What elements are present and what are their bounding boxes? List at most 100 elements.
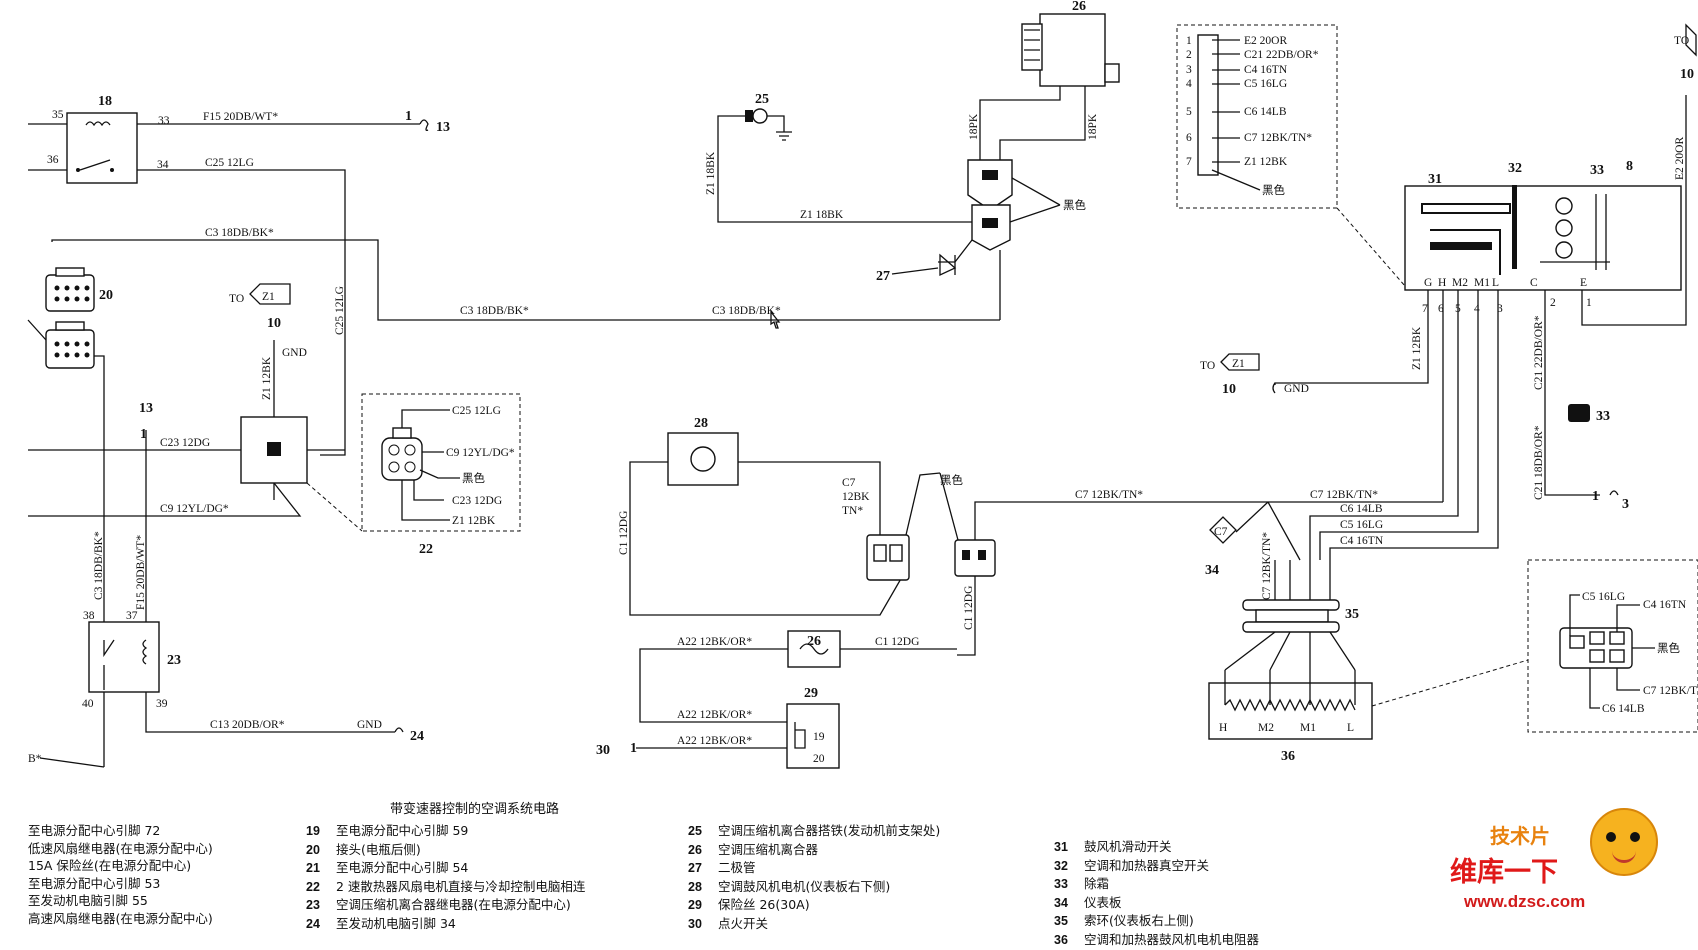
component-29-label: 29 [804,686,818,701]
diagram-title: 带变速器控制的空调系统电路 [390,802,560,817]
svg-text:40: 40 [82,698,94,710]
legend-num: 20 [306,842,320,857]
svg-text:39: 39 [156,698,168,710]
cr-black: 黑色 [1657,641,1680,655]
legend-text: 除霜 [1084,876,1110,892]
ctr-wire-5: C6 14LB [1244,106,1287,118]
resistor-36: H M2 M1 L 36 [1208,670,1373,764]
legend-item: 29 保险丝 26(30A) [688,896,940,915]
connector-top-right-box [1176,24,1338,209]
ctr-wire-4: C5 16LG [1244,78,1287,90]
wire-z1-12bk-v: Z1 12BK [261,356,273,400]
wire-a22-c: A22 12BK/OR* [677,735,752,747]
connector-20: 20 [45,267,113,369]
ref-1-a: 1 [405,109,412,124]
ref-1-b: 1 [140,427,147,442]
ctr-wire-6: C7 12BK/TN* [1244,132,1312,144]
legend-num: 27 [688,861,702,876]
sw31-num-2: 2 [1550,297,1556,309]
ctr-wire-2: C21 22DB/OR* [1244,49,1319,61]
sw31-pin-e: E [1580,277,1587,289]
legend-num: 19 [306,824,320,838]
cr-c4: C4 16TN [1643,599,1687,611]
wire-a22-b: A22 12BK/OR* [677,709,752,721]
connector-right-box [1527,559,1698,733]
wire-c3-top: C3 18DB/BK* [205,227,274,239]
fuse-29-pin-20: 20 [813,753,825,765]
svg-text:33: 33 [158,115,170,127]
wire-c3-vert: C3 18DB/BK* [93,531,105,600]
legend-text: 二极管 [718,860,756,876]
legend-item: 至电源分配中心引脚 53 [28,875,161,891]
legend-item: 低速风扇继电器(在电源分配中心) [28,840,213,856]
r36-tap-m2: M2 [1258,722,1274,734]
ref-33-b: 33 [1596,409,1610,424]
legend-num: 32 [1054,858,1068,873]
sw31-pin-m1: M1 [1474,277,1490,289]
label-to-1: TO [229,293,244,305]
legend-text: 保险丝 26(30A) [718,897,810,913]
connector-clutch [967,159,1013,251]
legend-text: 点火开关 [718,915,769,931]
relay-23: 23 38 37 40 39 [82,610,181,710]
svg-text:35: 35 [52,109,64,121]
legend-item: 27 二极管 [688,859,940,878]
connector-blower-a [866,534,910,581]
diode-27: 27 [876,253,957,284]
wire-z1-18bk-h: Z1 18BK [800,209,844,221]
legend-text: 至电源分配中心引脚 59 [336,823,469,838]
sw31-pin-c: C [1530,277,1538,289]
label-b-star: B* [28,753,42,765]
sw31-pin-g: G [1424,277,1432,289]
label-to-b: TO [1200,360,1215,372]
wire-c7-c: TN* [842,505,863,517]
sw31-pin-l: L [1492,277,1499,289]
svg-text:34: 34 [157,159,169,171]
defrost-33-icon [1568,404,1590,422]
wire-c5: C5 16LG [1340,519,1383,531]
fuse-29: 19 20 29 [786,686,840,769]
wire-c1-12dg-b: C1 12DG [875,636,919,648]
wire-c7-long: C7 12BK/TN* [1075,489,1143,501]
ref-3: 3 [1622,497,1629,512]
ref-10-b: 10 [1222,382,1236,397]
wire-c7-b: 12BK [842,491,870,503]
label-gnd-3: GND [1284,383,1309,395]
watermark-logo: 技术片 维库一下 www.dzsc.com [1450,808,1690,928]
component-35-label: 35 [1345,607,1359,622]
legend-text: 空调压缩机离合器 [718,841,819,857]
svg-text:38: 38 [83,610,95,622]
wire-e2-right: E2 20OR [1674,137,1686,180]
legend-num: 29 [688,898,702,913]
legend-num: 28 [688,879,702,894]
component-20-label: 20 [99,288,113,303]
wire-f15-vert: F15 20DB/WT* [135,535,147,610]
svg-text:36: 36 [47,154,59,166]
legend-text: 空调压缩机离合器搭铁(发动机前支架处) [718,823,941,838]
legend-num: 22 [306,879,320,894]
legend-text: 至电源分配中心引脚 54 [336,860,469,876]
component-18-label: 18 [98,94,112,109]
legend-num: 24 [306,916,320,931]
component-8-label: 8 [1626,159,1633,174]
sw31-num-3: 3 [1497,303,1503,315]
ground-25: 25 [745,92,792,141]
legend-item: 15A 保险丝(在电源分配中心) [28,858,192,874]
legend-num: 36 [1054,932,1068,947]
mascot-icon [1590,808,1658,876]
legend-item: 至电源分配中心引脚 72 [28,823,161,838]
connector-22: C25 12LG C9 12YL/DG* 黑色 C23 12DG Z1 12BK… [381,405,515,557]
cr-c7: C7 12BK/TN* [1643,685,1698,697]
wire-c9: C9 12YL/DG* [160,503,229,515]
ctr-wire-7: Z1 12BK [1244,156,1288,168]
legend-text: 索环(仪表板右上侧) [1084,913,1194,929]
